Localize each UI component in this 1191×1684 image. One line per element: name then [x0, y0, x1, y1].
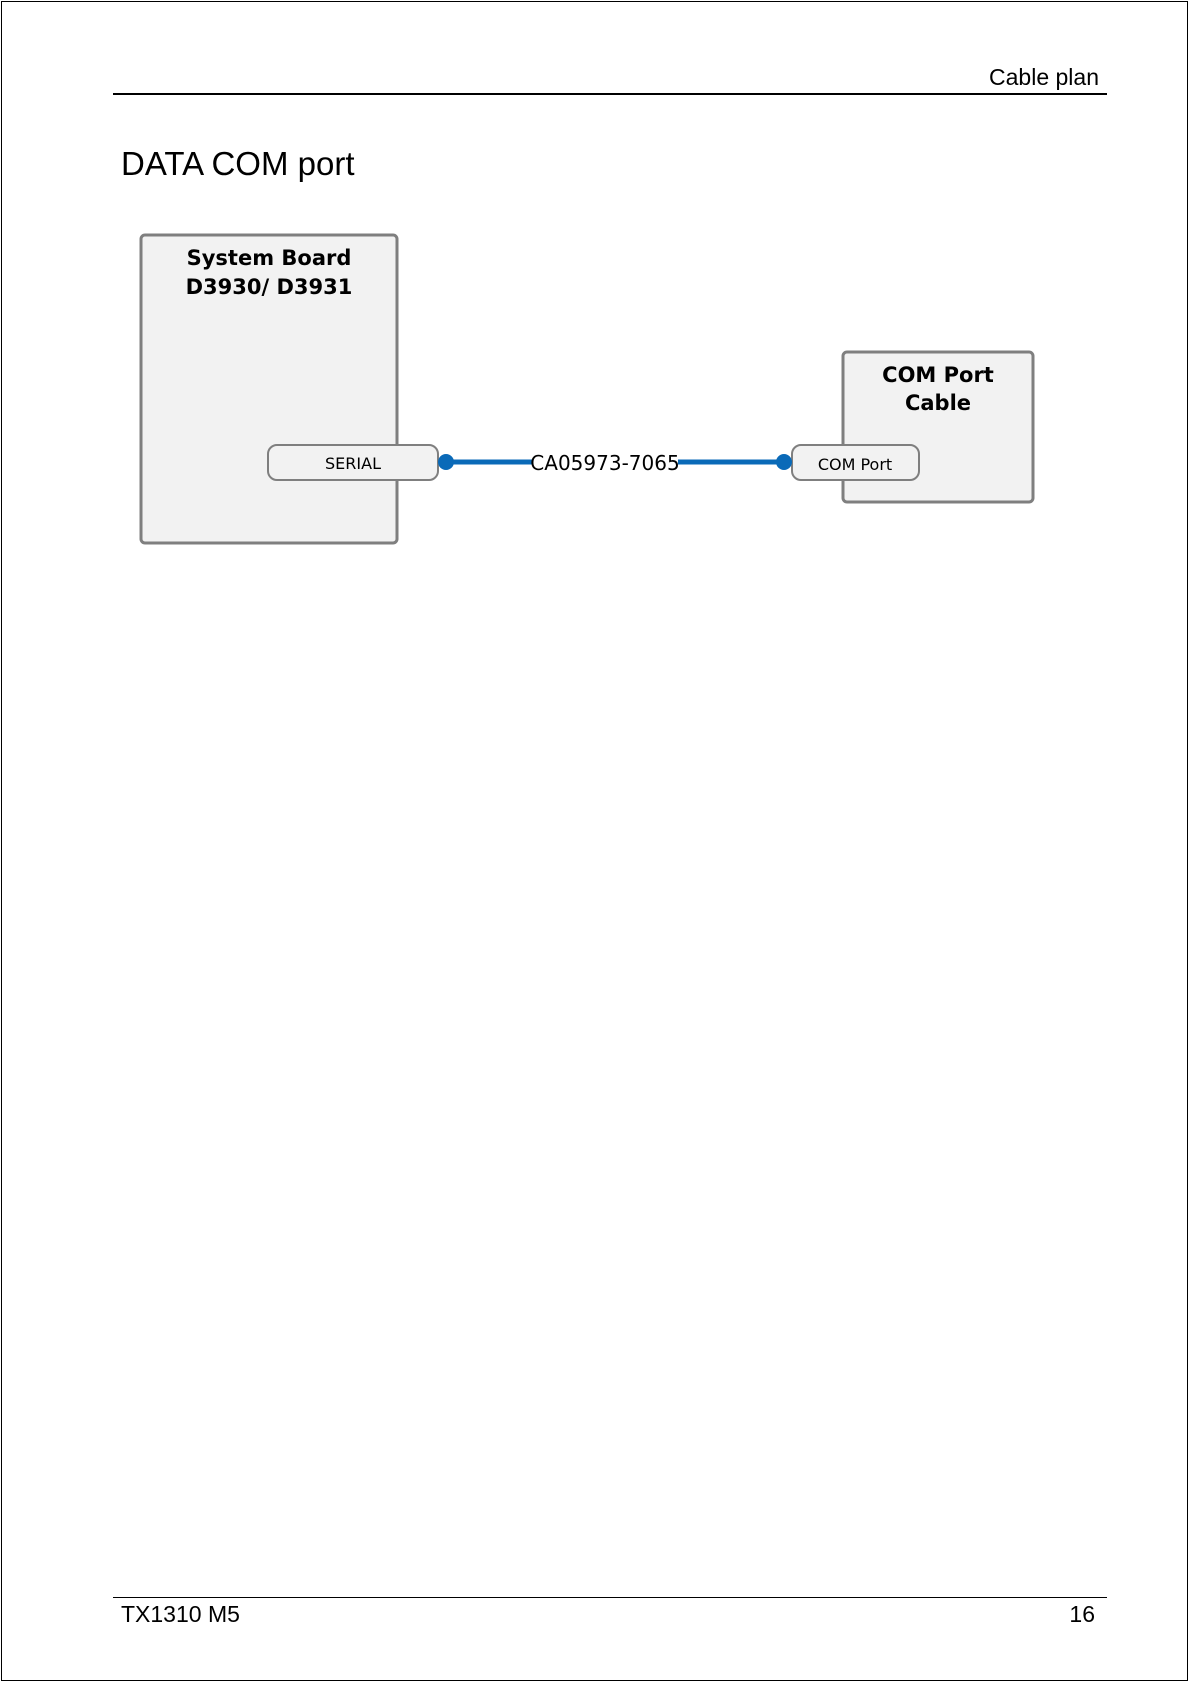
cable-endpoint-right: [776, 454, 792, 470]
com-port-connector-label: COM Port: [818, 455, 892, 474]
com-port-cable-title-line1: COM Port: [882, 363, 994, 387]
footer-page-number: 16: [1069, 1601, 1095, 1627]
serial-connector-label: SERIAL: [325, 454, 381, 473]
footer-model: TX1310 M5: [121, 1601, 240, 1627]
system-board-title-line2: D3930/ D3931: [186, 275, 353, 299]
cable-endpoint-left: [438, 454, 454, 470]
system-board-title-line1: System Board: [187, 246, 352, 270]
cable-part-number: CA05973-7065: [530, 451, 679, 475]
com-port-cable-title-line2: Cable: [905, 391, 971, 415]
footer-rule: [113, 1597, 1107, 1598]
